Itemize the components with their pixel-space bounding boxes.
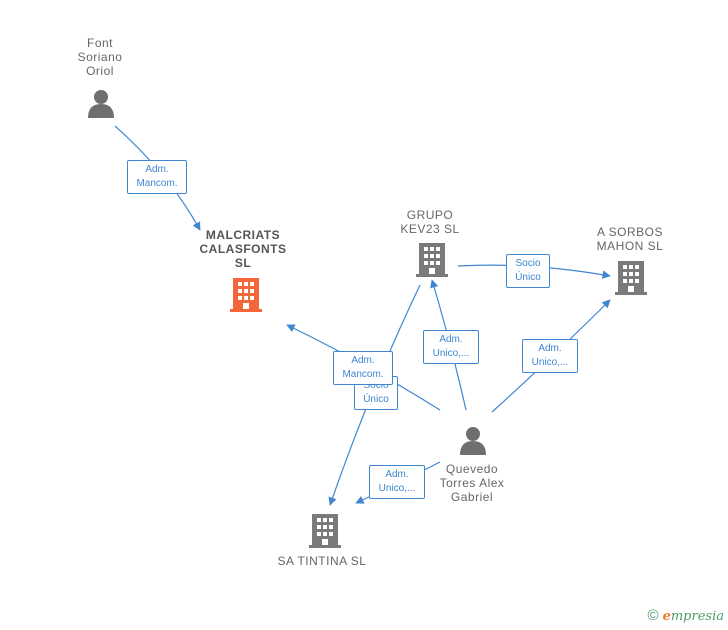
copyright-symbol: © — [647, 607, 659, 624]
node-label-malcriats[interactable]: MALCRIATS CALASFONTS SL — [199, 228, 287, 270]
building-icon[interactable] — [416, 243, 448, 277]
edge-label-font-malcriats[interactable]: Adm. Mancom. — [127, 160, 187, 194]
brand-logo-initial: e — [662, 609, 671, 624]
edge-label-grupo-asorbos[interactable]: Socio Único — [506, 254, 550, 288]
building-icon[interactable] — [615, 261, 647, 295]
brand-logo-text: mpresia — [670, 609, 724, 624]
node-label-quevedo[interactable]: Quevedo Torres Alex Gabriel — [439, 462, 505, 504]
person-icon[interactable] — [88, 90, 114, 118]
edge-label-quevedo-malcriats[interactable]: Adm. Mancom. — [333, 351, 393, 385]
edge-label-quevedo-satintina[interactable]: Adm. Unico,... — [369, 465, 425, 499]
building-icon[interactable] — [230, 278, 262, 312]
node-label-a-sorbos[interactable]: A SORBOS MAHON SL — [596, 225, 664, 253]
node-label-sa-tintina[interactable]: SA TINTINA SL — [277, 554, 367, 568]
edge-label-quevedo-asorbos[interactable]: Adm. Unico,... — [522, 339, 578, 373]
building-icon[interactable] — [309, 514, 341, 548]
person-icon[interactable] — [460, 427, 486, 455]
footer-brand: ©empresia — [648, 607, 724, 624]
node-label-font-soriano[interactable]: Font Soriano Oriol — [77, 36, 123, 78]
node-label-grupo-kev23[interactable]: GRUPO KEV23 SL — [400, 208, 460, 236]
edge-label-quevedo-grupo[interactable]: Adm. Unico,... — [423, 330, 479, 364]
